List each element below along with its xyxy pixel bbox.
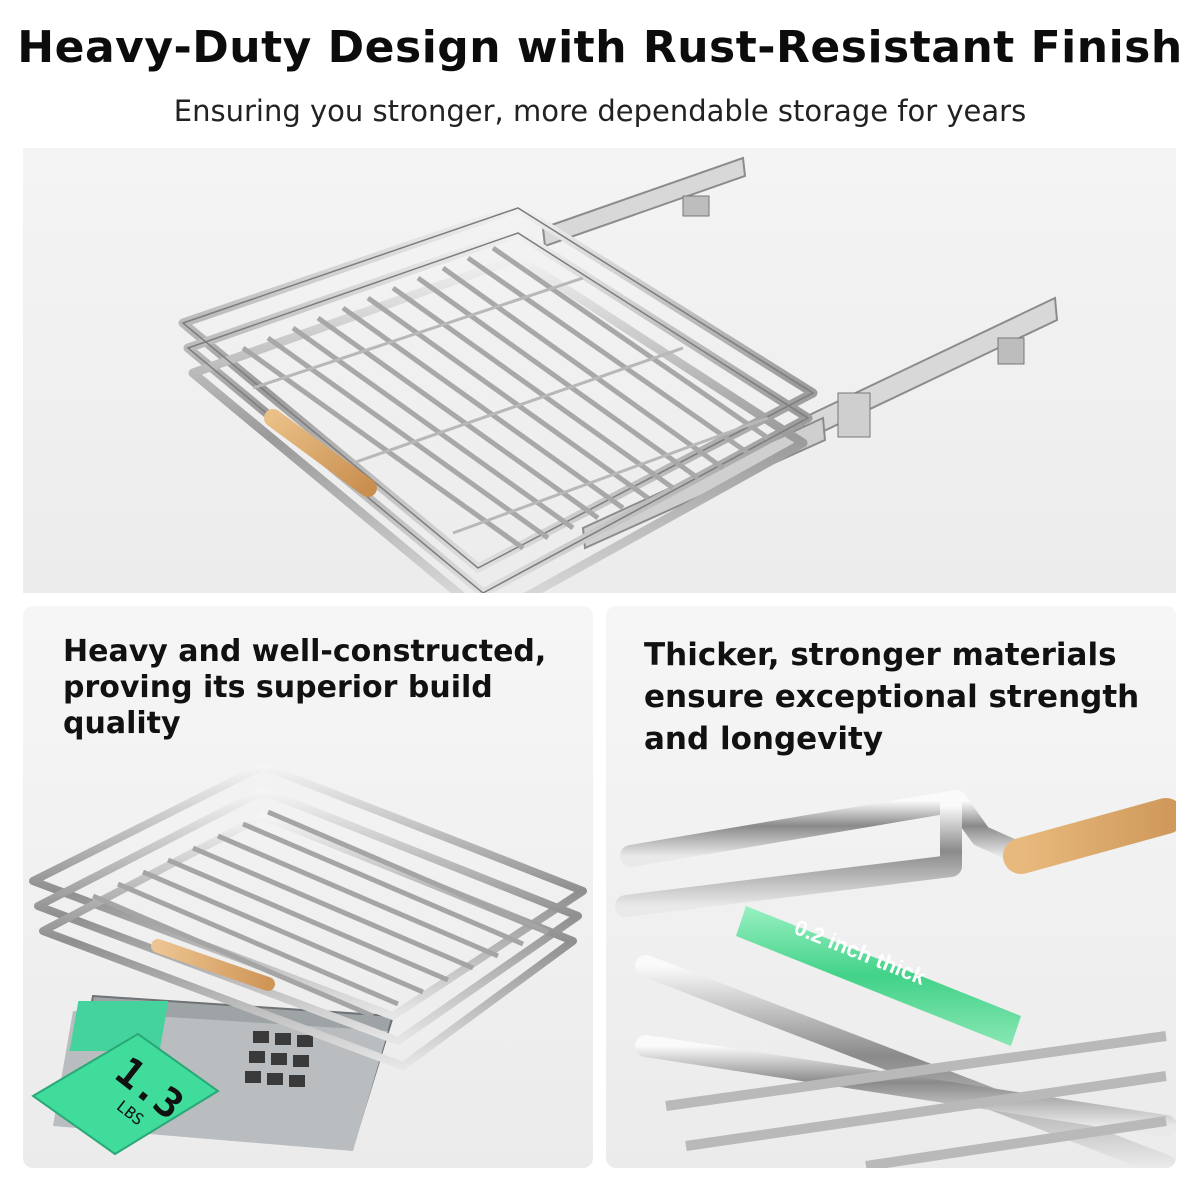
weight-caption: Heavy and well-constructed, proving its … bbox=[63, 634, 547, 741]
hero-product-image bbox=[23, 148, 1176, 593]
basket-on-scale-illustration bbox=[29, 762, 587, 1156]
pull-out-basket-illustration bbox=[178, 156, 1059, 593]
thickness-feature-panel: Thicker, stronger materials ensure excep… bbox=[606, 606, 1176, 1168]
wire-closeup-illustration bbox=[615, 790, 1176, 1168]
page-title: Heavy-Duty Design with Rust-Resistant Fi… bbox=[17, 22, 1183, 73]
weight-feature-panel: Heavy and well-constructed, proving its … bbox=[23, 606, 593, 1168]
page-subtitle: Ensuring you stronger, more dependable s… bbox=[173, 94, 1027, 128]
thickness-caption: Thicker, stronger materials ensure excep… bbox=[644, 637, 1140, 757]
